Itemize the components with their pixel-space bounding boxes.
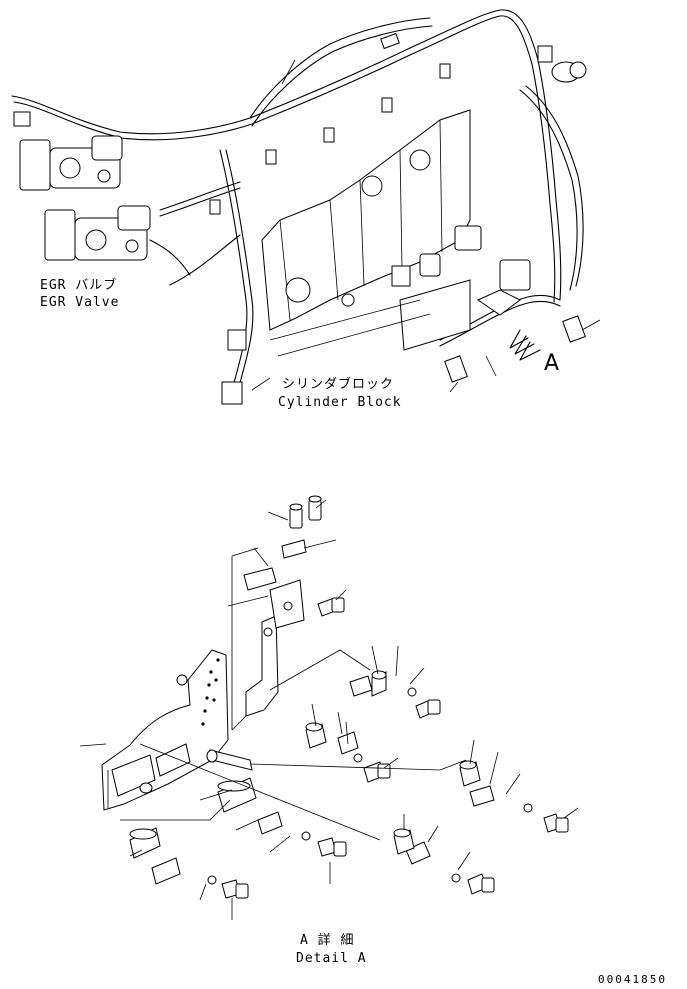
egr-valve-label-en: EGR Valve [40, 295, 119, 310]
cylinder-block-label-en: Cylinder Block [278, 395, 402, 410]
detail-a-view [79, 495, 579, 920]
spacer-icon [129, 670, 481, 859]
bracket-icon [101, 649, 229, 811]
egr-valve-icon [19, 135, 191, 276]
clip-icon [151, 539, 495, 885]
detail-a-label-jp: A 詳 細 [300, 932, 354, 948]
washer-icon [207, 687, 533, 885]
egr-valve-label-jp: EGR バルブ [40, 277, 117, 293]
harness-assembly-view [11, 9, 601, 405]
bolt-icon [221, 495, 569, 899]
cylinder-block-icon [261, 109, 601, 383]
cylinder-block-label-jp: シリンダブロック [282, 376, 394, 392]
drawing-number: 00041850 [598, 973, 667, 986]
detail-a-label-en: Detail A [296, 951, 367, 966]
view-arrow-icon [509, 329, 541, 361]
harness-icon [11, 9, 587, 405]
view-marker: A [544, 351, 559, 376]
